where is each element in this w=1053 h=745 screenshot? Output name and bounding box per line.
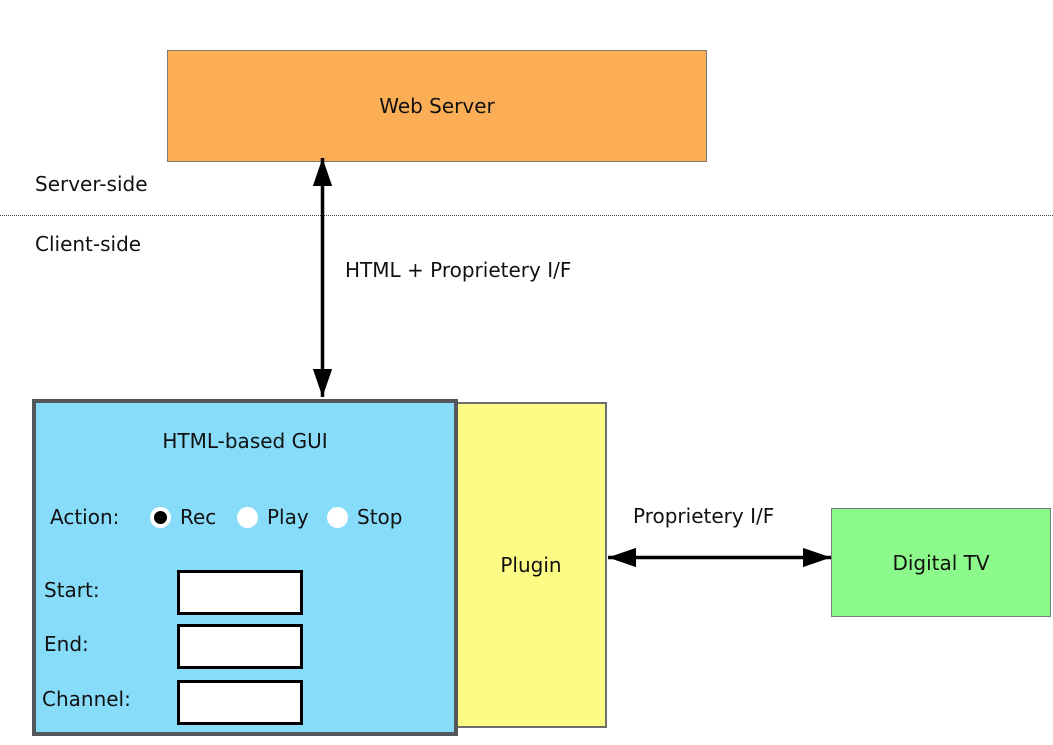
client-side-label: Client-side xyxy=(35,232,142,256)
action-label: Action: xyxy=(50,505,120,529)
radio-rec[interactable] xyxy=(150,507,171,528)
radio-play-label[interactable]: Play xyxy=(267,505,309,529)
start-input[interactable] xyxy=(177,570,303,615)
digital-tv-label: Digital TV xyxy=(892,550,990,575)
end-label: End: xyxy=(44,632,89,656)
connection-label-html-proprietery: HTML + Proprietery I/F xyxy=(345,258,572,282)
radio-stop[interactable] xyxy=(327,507,348,528)
digital-tv-box: Digital TV xyxy=(831,508,1051,617)
channel-input[interactable] xyxy=(177,680,303,725)
server-client-divider-line xyxy=(0,215,1053,216)
plugin-label: Plugin xyxy=(500,553,562,577)
radio-stop-label[interactable]: Stop xyxy=(357,505,403,529)
web-server-box: Web Server xyxy=(167,50,707,162)
connection-label-proprietery: Proprietery I/F xyxy=(633,504,775,528)
radio-play[interactable] xyxy=(237,507,258,528)
radio-rec-label[interactable]: Rec xyxy=(180,505,217,529)
web-server-label: Web Server xyxy=(379,94,495,118)
server-side-label: Server-side xyxy=(35,172,148,196)
channel-label: Channel: xyxy=(42,687,131,711)
plugin-box: Plugin xyxy=(455,402,607,728)
html-gui-title: HTML-based GUI xyxy=(162,429,328,453)
end-input[interactable] xyxy=(177,624,303,669)
start-label: Start: xyxy=(44,578,100,602)
html-gui-box: HTML-based GUI Action: Rec Play Stop Sta… xyxy=(32,399,458,736)
